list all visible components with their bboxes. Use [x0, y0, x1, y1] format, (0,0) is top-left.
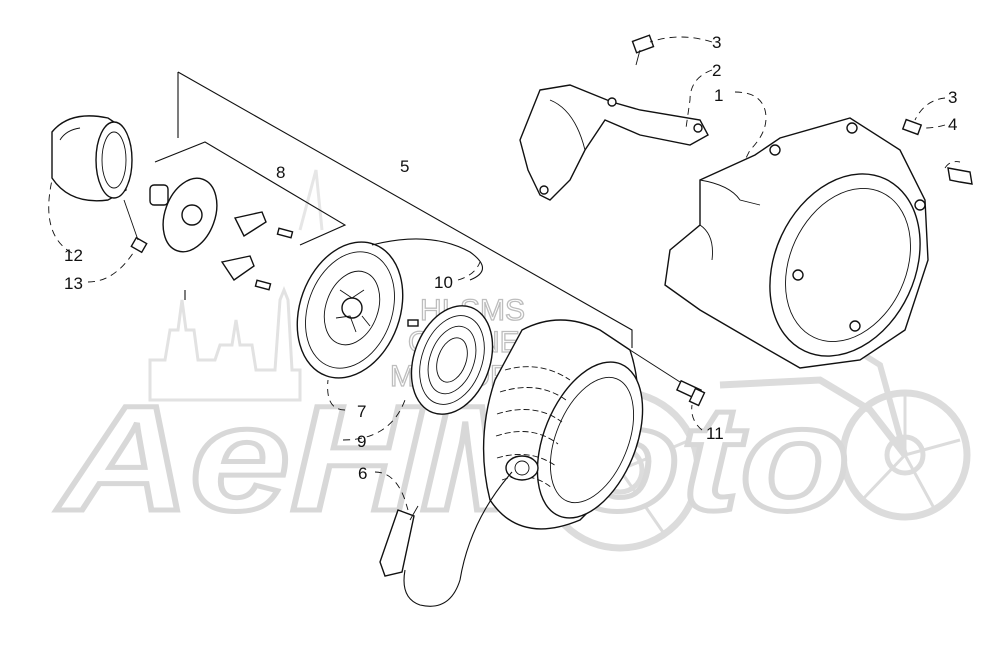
- fan-housing-part-1: [664, 117, 929, 369]
- recoil-housing: [482, 319, 644, 530]
- starter-cup-part-12: [51, 115, 133, 202]
- clip-part-4: [947, 167, 973, 185]
- callout-10: 10: [434, 273, 453, 292]
- callout-9: 9: [357, 432, 366, 451]
- callout-labels: 3 2 1 3 4 8 5 12 13 10 7 9 11 6: [64, 33, 957, 483]
- callout-12: 12: [64, 246, 83, 265]
- screw-part-3-right: [901, 118, 923, 136]
- callout-11: 11: [706, 424, 724, 443]
- leader-lines: [48, 36, 961, 511]
- watermark-skyline: [148, 285, 302, 402]
- callout-5: 5: [400, 157, 409, 176]
- watermark-wheel-right: [839, 389, 971, 521]
- pulley-part-7: [296, 241, 404, 379]
- shroud-part-2: [519, 84, 709, 201]
- pawl-assembly-part-8: [149, 177, 294, 291]
- callout-6: 6: [358, 464, 367, 483]
- screw-part-13: [123, 199, 148, 254]
- assembly-bracket-5: [177, 71, 633, 348]
- starter-handle-part-6: [379, 471, 513, 607]
- screw-part-3-upper: [631, 34, 655, 66]
- callout-7: 7: [357, 402, 366, 421]
- callout-13: 13: [64, 274, 83, 293]
- assembly-bracket-8: [154, 141, 347, 300]
- bolt-part-11: [629, 349, 706, 407]
- rope-part-10: [371, 238, 484, 281]
- callout-2: 2: [712, 61, 721, 80]
- callout-3-top: 3: [712, 33, 721, 52]
- recoil-spring-part-9: [407, 305, 494, 415]
- callout-3-right: 3: [948, 88, 957, 107]
- callout-8: 8: [276, 163, 285, 182]
- callout-1: 1: [714, 86, 723, 105]
- callout-4: 4: [948, 115, 957, 134]
- watermark-brand: AeHMoto: [55, 374, 850, 542]
